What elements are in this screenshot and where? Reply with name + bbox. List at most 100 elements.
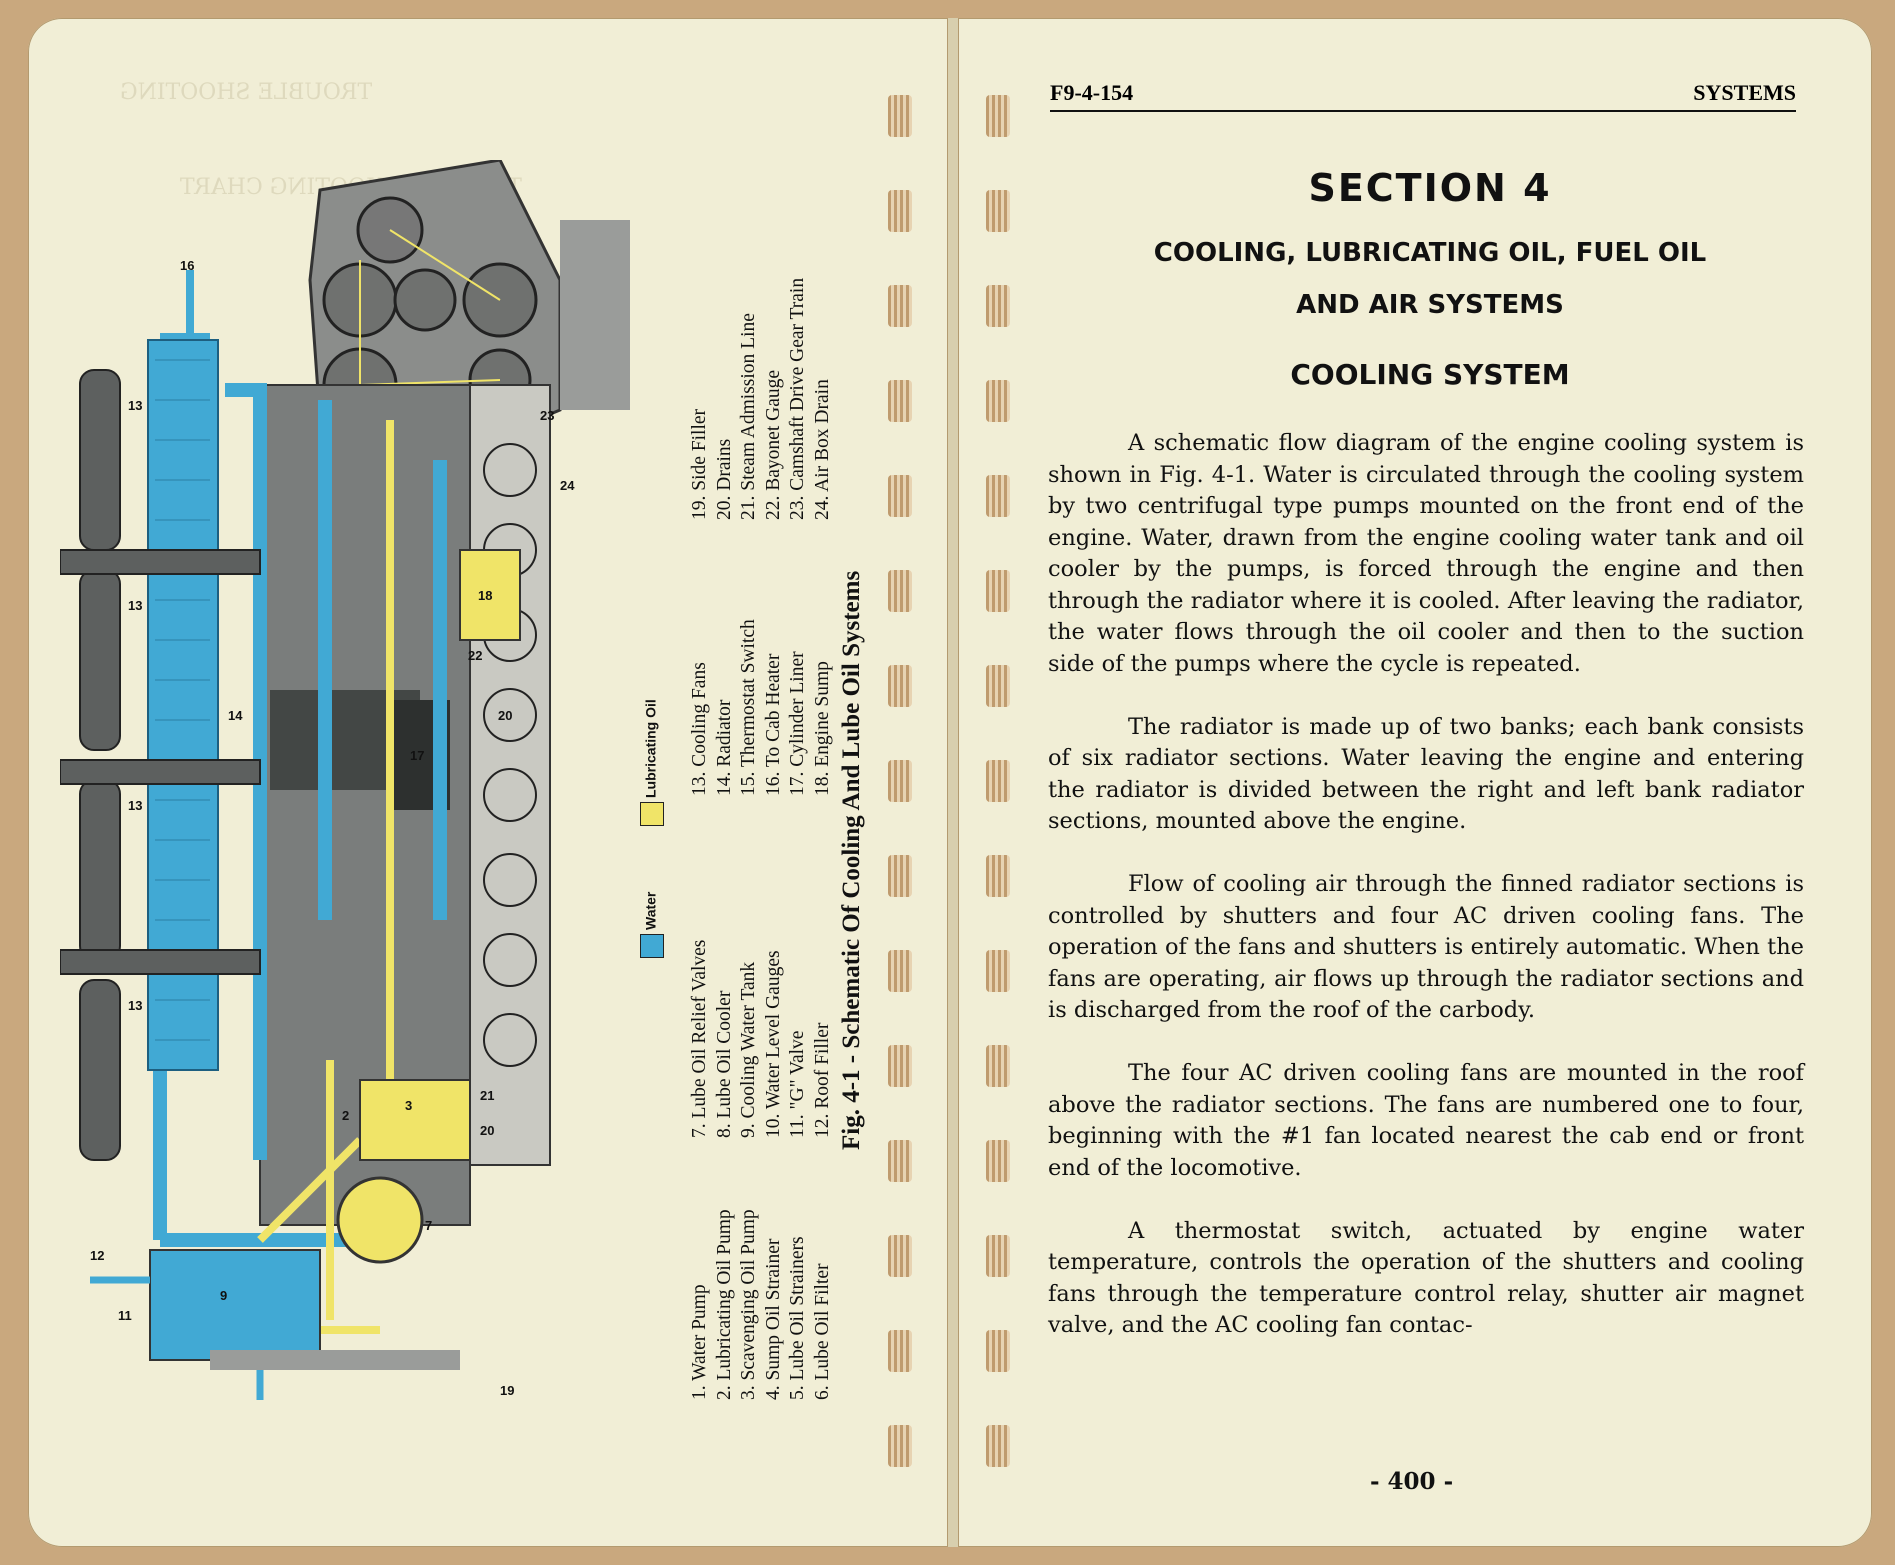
binding-hole — [888, 665, 912, 707]
binding-hole — [986, 95, 1010, 137]
figure-key-oil: Lubricating Oil — [640, 699, 664, 826]
binding-hole — [888, 1235, 912, 1277]
paragraph: The four AC driven cooling fans are moun… — [1048, 1060, 1804, 1181]
subsection-heading: COOLING SYSTEM — [1290, 358, 1570, 391]
legend-item: 13. Cooling Fans — [689, 662, 710, 796]
section-subtitle-line-1: COOLING, LUBRICATING OIL, FUEL OIL — [1153, 238, 1707, 268]
legend-item: 4. Sump Oil Strainer — [762, 1238, 784, 1400]
section-title: SECTION 4 — [1308, 166, 1552, 210]
callout-24: 24 — [560, 478, 575, 493]
water-key-label: Water — [642, 891, 659, 930]
callout-21: 21 — [480, 1088, 494, 1103]
legend-item: 2. Lubricating Oil Pump — [713, 1209, 735, 1400]
binding-hole — [986, 475, 1010, 517]
callout-2: 2 — [342, 1108, 349, 1123]
page-number: - 400 - — [1370, 1468, 1454, 1495]
legend-item: 1. Water Pump — [689, 1284, 710, 1400]
oil-key-label: Lubricating Oil — [642, 699, 659, 798]
base-frame — [210, 1350, 460, 1370]
binding-hole — [986, 1425, 1010, 1467]
legend-item: 20. Drains — [713, 438, 735, 520]
legend-item: 19. Side Filler — [689, 408, 710, 520]
binding-hole — [888, 380, 912, 422]
binding-hole — [986, 285, 1010, 327]
legend-item: 3. Scavenging Oil Pump — [738, 1209, 759, 1400]
figure-key-water: Water — [640, 892, 664, 958]
legend-item: 14. Radiator — [713, 699, 735, 796]
legend-item: 5. Lube Oil Strainers — [787, 1236, 808, 1400]
binding-hole — [888, 855, 912, 897]
binding-hole — [888, 285, 912, 327]
legend-item: 17. Cylinder Liner — [787, 651, 808, 796]
right-page — [958, 18, 1872, 1547]
legend-item: 12. Roof Filler — [811, 1022, 833, 1138]
binding-hole — [888, 1140, 912, 1182]
figure-caption: Fig. 4-1 - Schematic Of Cooling And Lube… — [838, 570, 865, 1150]
paragraph: Flow of cooling air through the finned r… — [1048, 871, 1804, 1023]
callout-14: 14 — [228, 708, 243, 723]
callout-22: 22 — [468, 648, 482, 663]
legend-item: 8. Lube Oil Cooler — [713, 990, 735, 1138]
oil-swatch — [640, 802, 664, 826]
binding-hole — [986, 665, 1010, 707]
engine-sump — [459, 549, 521, 641]
binding-hole — [888, 1425, 912, 1467]
legend-item: 24. Air Box Drain — [811, 379, 833, 520]
body-text: A schematic flow diagram of the engine c… — [1048, 428, 1804, 1373]
paragraph: The radiator is made up of two banks; ea… — [1048, 713, 1804, 835]
legend-item: 16. To Cab Heater — [762, 653, 784, 796]
binding-hole — [888, 950, 912, 992]
callout-11: 11 — [118, 1308, 132, 1323]
binding-hole — [986, 1045, 1010, 1087]
callout-13: 13 — [128, 798, 142, 813]
binding-hole — [888, 1045, 912, 1087]
callout-20: 20 — [480, 1123, 494, 1138]
binding-hole — [986, 1330, 1010, 1372]
callout-18: 18 — [478, 588, 492, 603]
legend-item: 11. "G" Valve — [787, 1030, 808, 1138]
legend-item: 7. Lube Oil Relief Valves — [689, 939, 710, 1138]
callout-13: 13 — [128, 598, 142, 613]
callout-13: 13 — [128, 398, 142, 413]
radiator — [147, 339, 219, 1071]
legend-item: 18. Engine Sump — [811, 661, 833, 796]
binding-hole — [986, 855, 1010, 897]
cooling-water-tank — [149, 1249, 321, 1361]
binding-hole — [986, 380, 1010, 422]
legend-item: 22. Bayonet Gauge — [762, 369, 784, 520]
cooling-fans — [60, 369, 261, 1161]
cooling-lube-schematic: 13 13 13 13 14 16 23 24 18 22 20 17 3 2 … — [60, 160, 630, 1400]
callout-17: 17 — [410, 748, 424, 763]
binding-hole — [986, 190, 1010, 232]
callout-16: 16 — [180, 258, 194, 273]
legend-item: 9. Cooling Water Tank — [738, 961, 759, 1138]
binding-gutter — [948, 18, 958, 1547]
callout-20: 20 — [498, 708, 512, 723]
legend-item: 10. Water Level Gauges — [762, 950, 784, 1138]
lube-oil-filter — [359, 1079, 471, 1161]
paragraph: A thermostat switch, actuated by engine … — [1048, 1217, 1804, 1339]
callout-7: 7 — [425, 1218, 432, 1233]
callout-9: 9 — [220, 1288, 227, 1303]
page-code: F9-4-154 — [1050, 80, 1134, 105]
binding-hole — [888, 190, 912, 232]
binding-hole — [986, 1235, 1010, 1277]
binding-hole — [888, 95, 912, 137]
binding-hole — [986, 950, 1010, 992]
legend-item: 23. Camshaft Drive Gear Train — [787, 277, 808, 520]
section-subtitle-line-2: AND AIR SYSTEMS — [1296, 290, 1564, 320]
water-swatch — [640, 934, 664, 958]
callout-19: 19 — [500, 1383, 514, 1398]
callout-13: 13 — [128, 998, 142, 1013]
binding-hole — [888, 475, 912, 517]
legend-item: 21. Steam Admission Line — [738, 313, 759, 520]
bleed-through-text: TROUBLE SHOOTING — [120, 80, 373, 105]
binding-hole — [888, 760, 912, 802]
binding-hole — [986, 1140, 1010, 1182]
binding-hole — [888, 1330, 912, 1372]
callout-12: 12 — [90, 1248, 104, 1263]
